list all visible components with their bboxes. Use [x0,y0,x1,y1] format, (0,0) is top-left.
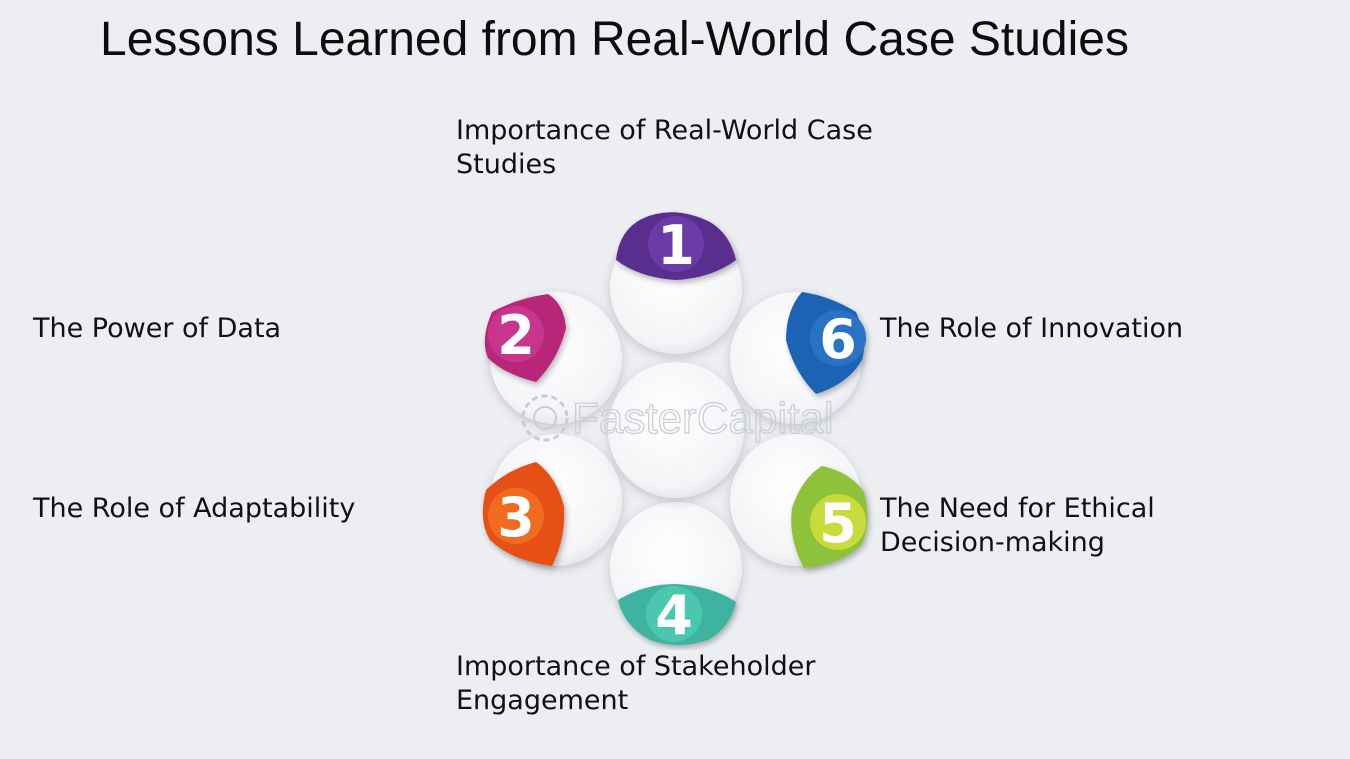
watermark-gear-icon [521,394,569,442]
hexagon-circle-diagram: FasterCapital 1 2 6 [460,200,890,650]
badge-6-number: 6 [819,308,857,371]
badge-3-knob [488,488,544,544]
badge-1 [616,212,736,280]
badge-1-knob [648,216,704,272]
disc-center [608,362,744,498]
badge-5-number: 5 [819,492,857,555]
badge-5 [791,466,868,568]
badge-6-knob [810,310,866,366]
item-label-5: The Need for Ethical Decision-making [880,493,1155,558]
badge-6 [786,292,866,394]
item-label-1: Importance of Real-World Case Studies [456,115,873,180]
badge-5-knob [810,494,866,550]
badge-2-knob [488,306,544,362]
item-label-4: Importance of Stakeholder Engagement [456,651,816,716]
badge-4-knob [646,586,702,642]
badge-4-number: 4 [655,584,693,647]
badge-3 [482,462,565,566]
watermark-text: FasterCapital [572,394,834,443]
badge-4 [618,584,736,645]
badge-2-number: 2 [497,304,535,367]
badge-3-number: 3 [497,486,535,549]
badge-1-number: 1 [657,214,695,277]
item-label-6: The Role of Innovation [880,313,1184,344]
diagram-canvas: FasterCapital 1 2 6 [482,212,868,647]
page-title: Lessons Learned from Real-World Case Stu… [100,13,1129,66]
item-label-3: The Role of Adaptability [33,493,356,524]
item-label-2: The Power of Data [33,313,282,344]
badge-2 [484,294,566,382]
